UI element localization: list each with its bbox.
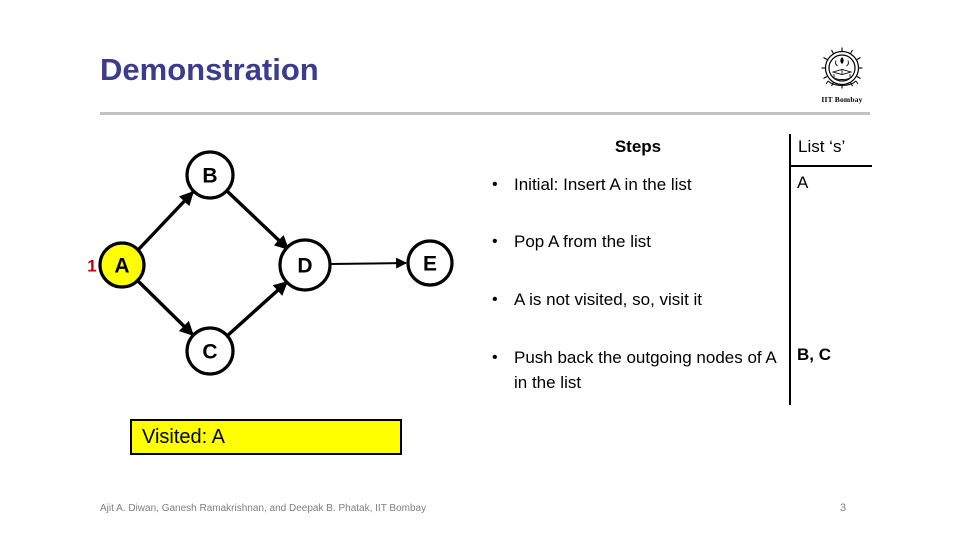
column-divider bbox=[789, 134, 791, 405]
step-text: Pop A from the list bbox=[514, 232, 652, 251]
step-row: • Push back the outgoing nodes of A in t… bbox=[492, 345, 784, 395]
step-text: Initial: Insert A in the list bbox=[514, 175, 692, 194]
graph-node-c[interactable]: C bbox=[185, 326, 235, 376]
bullet-icon: • bbox=[492, 233, 498, 250]
graph-node-b-label: B bbox=[202, 165, 217, 188]
graph-node-a-circle bbox=[98, 241, 146, 289]
title-divider bbox=[100, 112, 870, 115]
bullet-icon: • bbox=[492, 176, 498, 193]
step-text: A is not visited, so, visit it bbox=[514, 290, 703, 309]
graph-node-c-label: C bbox=[202, 341, 217, 364]
graph-node-a-label: A bbox=[114, 255, 129, 278]
list-cell: A bbox=[797, 173, 809, 192]
graph-edge-a-b bbox=[136, 190, 195, 252]
visited-status-box: Visited: A bbox=[130, 419, 402, 455]
graph-edge-c-d bbox=[225, 280, 289, 338]
graph-svg: A 1 B C D E bbox=[87, 150, 454, 376]
graph-node-e-label: E bbox=[423, 253, 437, 276]
graph-start-marker: 1 bbox=[87, 257, 96, 276]
graph-node-e[interactable]: E bbox=[406, 239, 454, 287]
page-title: Demonstration bbox=[100, 52, 319, 87]
logo-caption: IIT Bombay bbox=[821, 95, 863, 104]
list-column-header: List ‘s’ bbox=[798, 137, 846, 156]
graph-node-b-circle bbox=[185, 150, 235, 200]
logo-block: IIT Bombay bbox=[806, 44, 878, 104]
graph-edge-d-e bbox=[329, 257, 408, 269]
graph-node-d-label: D bbox=[297, 255, 312, 278]
page-number: 3 bbox=[840, 502, 847, 514]
steps-column-header: Steps bbox=[614, 137, 662, 156]
graph-diagram: A 1 B C D E bbox=[80, 135, 480, 405]
step-row: • Pop A from the list bbox=[492, 229, 784, 254]
iit-bombay-logo-icon bbox=[821, 47, 863, 89]
graph-node-a[interactable]: A bbox=[98, 241, 146, 289]
graph-edge-b-d bbox=[225, 189, 290, 251]
graph-node-d-circle bbox=[278, 238, 332, 292]
list-header-underline bbox=[789, 165, 872, 167]
bullet-icon: • bbox=[492, 349, 498, 366]
graph-node-e-circle bbox=[406, 239, 454, 287]
graph-edge-a-c bbox=[136, 279, 195, 337]
graph-node-b[interactable]: B bbox=[185, 150, 235, 200]
footer-credit: Ajit A. Diwan, Ganesh Ramakrishnan, and … bbox=[100, 503, 427, 514]
step-row: • A is not visited, so, visit it bbox=[492, 287, 784, 312]
bullet-icon: • bbox=[492, 291, 498, 308]
graph-node-d[interactable]: D bbox=[278, 238, 332, 292]
list-cell: B, C bbox=[797, 345, 831, 364]
graph-node-c-circle bbox=[185, 326, 235, 376]
step-row: • Initial: Insert A in the list bbox=[492, 172, 784, 197]
visited-status-text: Visited: A bbox=[142, 425, 226, 448]
step-text: Push back the outgoing nodes of A in the… bbox=[514, 348, 776, 392]
